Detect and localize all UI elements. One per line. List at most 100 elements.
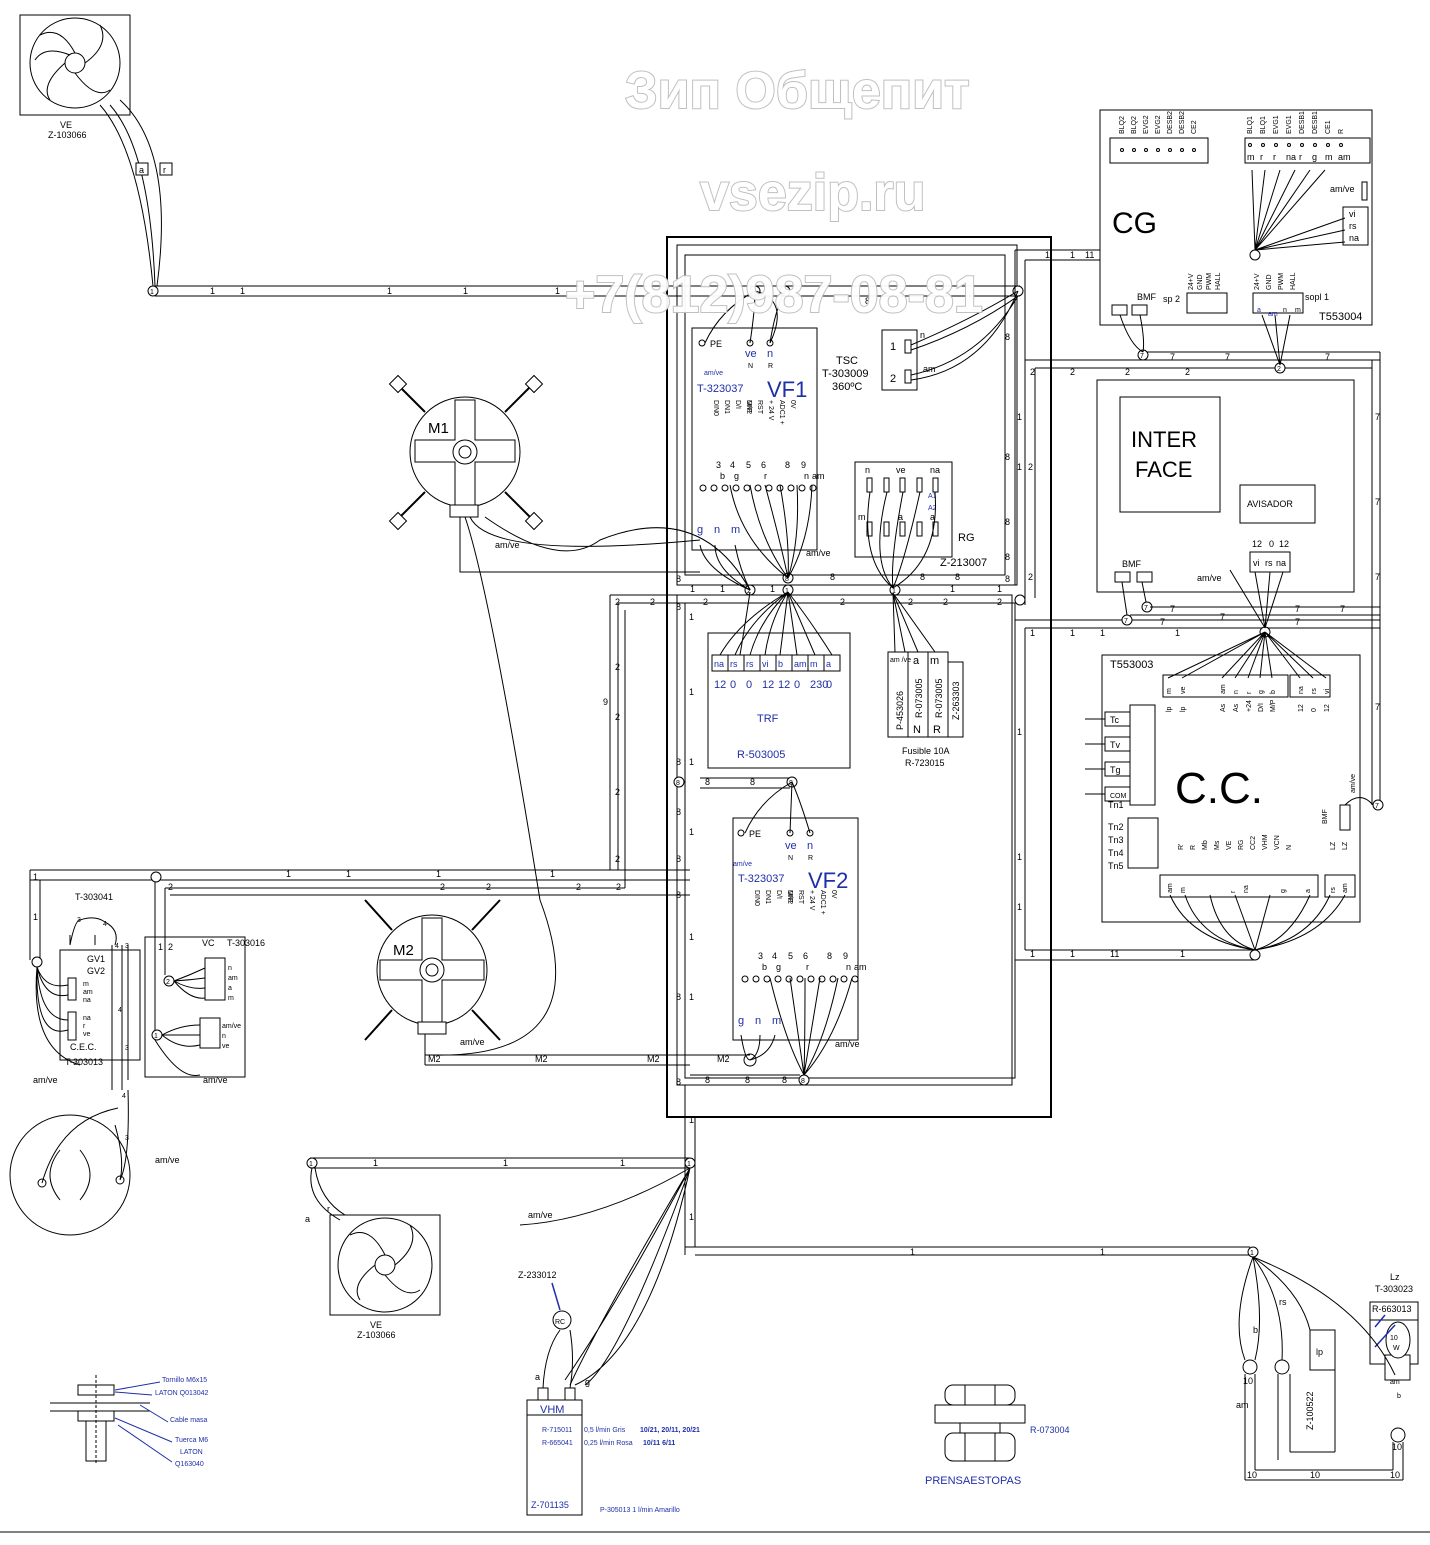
cc-bottom-label: CC2: [1250, 836, 1257, 850]
cg-right-pin: BLQ1: [1247, 116, 1254, 134]
wire-num: 9: [603, 697, 608, 707]
cc-bottom-label: Ms: [1214, 840, 1221, 850]
cg-pin-dot: [1180, 148, 1184, 152]
vf2-bottom: g: [738, 1015, 744, 1027]
vf2-n: n: [807, 840, 813, 852]
node-label: 7: [1375, 803, 1379, 810]
cc-top-label: 12: [1298, 704, 1305, 712]
vf-pin-num: 4: [730, 460, 735, 470]
lz-wunit: W: [1393, 1345, 1400, 1352]
cg-pin-dot: [1168, 148, 1172, 152]
vf-wire: g: [734, 471, 739, 481]
interface-bmf: BMF: [1122, 559, 1142, 569]
lz-am2: am: [1236, 1400, 1249, 1410]
vhm-row-text: 0,5 l/min Gris: [584, 1427, 626, 1434]
wire-num: 7: [1220, 612, 1225, 622]
ve-bottom-ref: Z-103066: [357, 1330, 396, 1340]
vf-pin-num: 8: [827, 951, 832, 961]
vf-wire: n: [804, 471, 809, 481]
wire-num: 7: [1160, 617, 1165, 627]
vf1-bottom: m: [731, 524, 740, 536]
wire-num: 1: [33, 912, 38, 922]
wire-num: 8: [676, 807, 681, 817]
gv-name1: GV1: [87, 954, 105, 964]
vf-input: DN2: [745, 400, 752, 414]
vf2-bottom: m: [772, 1015, 781, 1027]
wire-num: 1: [1017, 462, 1022, 472]
wire-m2: M2: [535, 1054, 548, 1064]
wire-num: 1: [1100, 628, 1105, 638]
vf-terminal: [754, 484, 762, 492]
vf1-R: R: [768, 363, 773, 370]
ve-top-ref: Z-103066: [48, 130, 87, 140]
wire-num: 8: [676, 890, 681, 900]
rg-relay: n ve na A1 A2 m a a RG Z-213007: [854, 461, 987, 589]
cg-wire-color: r: [1299, 152, 1302, 162]
vf2-pe: PE: [749, 829, 761, 839]
vf1-amve: am/ve: [704, 370, 723, 377]
rg-a: a: [898, 512, 903, 522]
vc-pin2: n: [222, 1033, 226, 1040]
ve-bottom-fan: VE Z-103066 a r: [305, 1167, 441, 1340]
wire-num: 1: [33, 872, 38, 882]
cg-pin-dot: [1300, 143, 1304, 147]
wire-num: 7: [1170, 352, 1175, 362]
cc-top-pin: rs: [1311, 688, 1318, 694]
gv-amve: am/ve: [33, 1075, 58, 1085]
cc-top-label: As: [1220, 703, 1227, 712]
wire-3: 3: [77, 917, 81, 924]
wire-num: 2: [615, 662, 620, 672]
vf-terminal: [829, 975, 837, 983]
cc-sensor: Tc: [1110, 715, 1120, 725]
cg-pin-dot: [1274, 143, 1278, 147]
ve-bottom-name: VE: [370, 1320, 382, 1330]
prensa-ref: R-073004: [1030, 1425, 1070, 1435]
wire-num: 1: [210, 286, 215, 296]
lz-lamp: 10 W Lz T-303023 R-663013 am b 10 lp Z-1…: [1236, 1256, 1419, 1481]
vf-input: DN1: [764, 890, 771, 904]
wire-num: 10: [1310, 1470, 1320, 1480]
vf-input: DN1: [723, 400, 730, 414]
cc-sensor-connector: [1129, 704, 1156, 806]
cc-top-label: lp: [1180, 706, 1187, 712]
rg-ref: Z-213007: [940, 557, 987, 569]
cg-name: CG: [1112, 207, 1157, 240]
wire-num: 2: [997, 597, 1002, 607]
wire-num: 1: [550, 869, 555, 879]
vf-wire: b: [720, 471, 725, 481]
wire-num: 1: [286, 869, 291, 879]
wire-m2: M2: [647, 1054, 660, 1064]
cg-sp2: sp 2: [1163, 294, 1180, 304]
wire-3: 3: [125, 943, 129, 950]
wire-num: 1: [770, 584, 775, 594]
lz-ten: 10: [1392, 1442, 1402, 1452]
cc-tn-connector: [1127, 817, 1159, 869]
prensaestopas: PRENSAESTOPAS R-073004: [925, 1384, 1070, 1487]
trf-pin: m: [810, 659, 818, 669]
node-label: 1: [1250, 1250, 1254, 1257]
gv-pin: m: [83, 981, 89, 988]
vf-wire: r: [806, 962, 809, 972]
interface-amve: am/ve: [1197, 573, 1222, 583]
wire-num: 8: [1005, 452, 1010, 462]
wire-3: 3: [125, 1135, 129, 1142]
wire-num: 1: [689, 1115, 694, 1125]
m2-name: M2: [393, 942, 414, 959]
m1-motor: M1 am/ve: [388, 374, 751, 1056]
wire-num: 1: [1017, 412, 1022, 422]
vf-input: RST: [797, 890, 804, 905]
lz-ten: 10: [1243, 1376, 1253, 1386]
cc-top-pin: r: [1246, 691, 1253, 694]
cg-pin-dot: [1287, 143, 1291, 147]
lz-name: Lz: [1390, 1272, 1400, 1282]
cg-left-pin: DESB2: [1167, 111, 1174, 134]
fuse-ref: P-453026: [895, 691, 905, 730]
vf1-N: N: [748, 363, 753, 370]
cg-right-pin: EVG1: [1273, 115, 1280, 134]
node-label: 1: [687, 1161, 691, 1168]
cg-wire-color: g: [1312, 152, 1317, 162]
wire-num: 1: [463, 286, 468, 296]
harness-left: 1 1 1 1 2 2 2 2 2 2 2 2 2 2 9 1 1 2: [29, 594, 690, 968]
wire-num: 1: [1017, 902, 1022, 912]
cc-bottom-pin: m: [1180, 887, 1187, 893]
